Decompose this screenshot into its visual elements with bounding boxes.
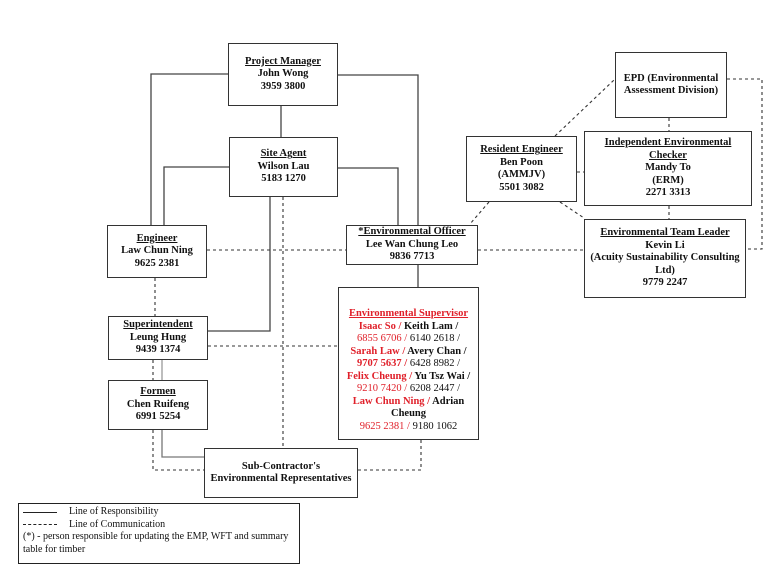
- iec-org: (ERM): [652, 174, 684, 186]
- sa-to-eo-line: [338, 167, 399, 225]
- superintendent-title: Superintendent: [123, 319, 193, 331]
- sa-to-superintendent-line: [208, 197, 271, 332]
- legend-communication: Line of Communication: [23, 519, 295, 532]
- project-manager-name: John Wong: [257, 68, 309, 80]
- subcontractor-line2: Environmental Representatives: [210, 473, 352, 484]
- legend: Line of Responsibility Line of Communica…: [18, 503, 300, 564]
- sa-to-engineer-line: [163, 166, 229, 225]
- etl-title: Environmental Team Leader: [600, 227, 730, 239]
- env-supervisor-title: Environmental Supervisor: [348, 308, 469, 319]
- engineer-title: Engineer: [136, 232, 178, 244]
- formen-name: Chen Ruifeng: [126, 398, 190, 410]
- re-etl-dash: [559, 201, 585, 219]
- project-manager-box: Project Manager John Wong 3959 3800: [228, 43, 338, 106]
- es-row-2: 6855 6706 / 6140 2618 /: [357, 333, 460, 344]
- etl-org2: Ltd): [655, 264, 675, 276]
- subcontractor-line1: Sub-Contractor's: [241, 460, 321, 472]
- engineer-name: Law Chun Ning: [121, 245, 193, 257]
- pm-to-engineer-line: [150, 73, 228, 225]
- formen-to-subcon-line: [161, 430, 204, 458]
- etl-name: Kevin Li: [645, 239, 685, 251]
- es-row-3: Sarah Law / Avery Chan /: [350, 345, 467, 357]
- env-supervisor-box: Environmental Supervisor Isaac So / Keit…: [338, 287, 479, 440]
- iec-title2: Checker: [649, 149, 687, 161]
- subcontractor-box: Sub-Contractor's Environmental Represent…: [204, 448, 358, 498]
- etl-phone: 9779 2247: [642, 277, 688, 289]
- etl-org1: (Acuity Sustainability Consulting: [590, 252, 740, 264]
- es-row-6: 9210 7420 / 6208 2447 /: [357, 383, 460, 394]
- formen-subcon-dash: [152, 430, 204, 471]
- site-agent-name: Wilson Lau: [257, 160, 310, 172]
- resident-engineer-org: (AMMJV): [497, 169, 546, 180]
- re-eo-dash: [469, 201, 490, 225]
- iec-title: Independent Environmental: [604, 137, 732, 149]
- iec-phone: 2271 3313: [645, 187, 691, 199]
- site-agent-phone: 5183 1270: [261, 173, 306, 185]
- env-officer-box: *Environmental Officer Lee Wan Chung Leo…: [346, 225, 478, 265]
- pm-to-eo-line: [338, 74, 419, 225]
- env-officer-title: *Environmental Officer: [358, 226, 466, 238]
- re-epd-dash: [554, 79, 615, 137]
- engineer-box: Engineer Law Chun Ning 9625 2381: [107, 225, 207, 278]
- resident-engineer-name: Ben Poon: [500, 156, 543, 168]
- solid-line-sample: [23, 511, 57, 513]
- engineer-phone: 9625 2381: [134, 257, 180, 269]
- formen-box: Formen Chen Ruifeng 6991 5254: [108, 380, 208, 430]
- legend-communication-label: Line of Communication: [69, 518, 166, 530]
- legend-note: (*) - person responsible for updating th…: [23, 531, 289, 555]
- resident-engineer-box: Resident Engineer Ben Poon (AMMJV) 5501 …: [466, 136, 577, 202]
- project-manager-title: Project Manager: [245, 55, 321, 67]
- legend-responsibility: Line of Responsibility: [23, 506, 295, 519]
- superintendent-phone: 9439 1374: [135, 344, 181, 356]
- es-row-5: Felix Cheung / Yu Tsz Wai /: [346, 370, 471, 382]
- legend-responsibility-label: Line of Responsibility: [69, 506, 159, 517]
- site-agent-box: Site Agent Wilson Lau 5183 1270: [229, 137, 338, 197]
- resident-engineer-phone: 5501 3082: [499, 181, 544, 193]
- superintendent-box: Superintendent Leung Hung 9439 1374: [108, 316, 208, 360]
- epd-etl-dash: [727, 78, 763, 250]
- env-officer-name: Lee Wan Chung Leo: [365, 238, 459, 250]
- env-officer-phone: 9836 7713: [389, 251, 435, 263]
- es-subcon-dash: [358, 440, 422, 471]
- project-manager-phone: 3959 3800: [260, 80, 306, 92]
- formen-title: Formen: [140, 386, 176, 398]
- formen-phone: 6991 5254: [135, 411, 181, 423]
- es-row-4: 9707 5637 / 6428 8982 /: [357, 358, 460, 369]
- resident-engineer-title: Resident Engineer: [480, 144, 563, 155]
- dashed-line-sample: [23, 524, 57, 526]
- es-row-8: 9625 2381 / 9180 1062: [359, 420, 458, 432]
- epd-box: EPD (Environmental Assessment Division): [615, 52, 727, 118]
- epd-line1: EPD (Environmental: [623, 72, 719, 84]
- etl-box: Environmental Team Leader Kevin Li (Acui…: [584, 219, 746, 298]
- es-row-1: Isaac So / Keith Lam /: [358, 320, 459, 332]
- iec-box: Independent Environmental Checker Mandy …: [584, 131, 752, 206]
- epd-line2: Assessment Division): [623, 85, 719, 96]
- es-row-7: Law Chun Ning / Adrian Cheung: [352, 395, 465, 420]
- site-agent-title: Site Agent: [260, 148, 307, 160]
- superintendent-name: Leung Hung: [129, 331, 187, 343]
- iec-name: Mandy To: [645, 162, 691, 174]
